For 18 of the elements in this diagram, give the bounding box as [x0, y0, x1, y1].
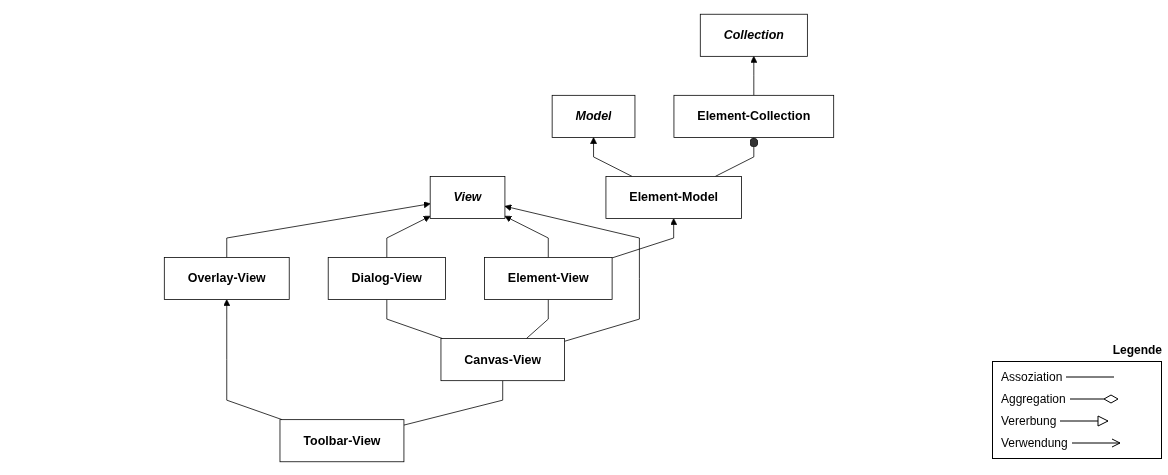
connector	[403, 379, 504, 425]
node-box: View	[429, 175, 506, 219]
node-box: Element-Collection	[673, 94, 835, 138]
node-box: Collection	[699, 13, 808, 57]
legend-text: Assoziation	[1001, 370, 1063, 384]
node-box: Overlay-View	[163, 256, 290, 300]
legend-text: Vererbung	[1001, 414, 1057, 428]
node-box: Toolbar-View	[279, 418, 405, 462]
legend-text: Verwendung	[1001, 436, 1068, 450]
node-box: Model	[551, 94, 636, 138]
connector	[386, 298, 443, 339]
legend-text: Aggregation	[1001, 392, 1066, 406]
node-box: Element-Model	[605, 175, 742, 219]
legend-title: Legende	[1111, 343, 1162, 357]
node-box: Canvas-View	[440, 337, 565, 381]
connector	[526, 298, 549, 339]
node-box: Element-View	[484, 256, 613, 300]
node-box: Dialog-View	[327, 256, 446, 300]
